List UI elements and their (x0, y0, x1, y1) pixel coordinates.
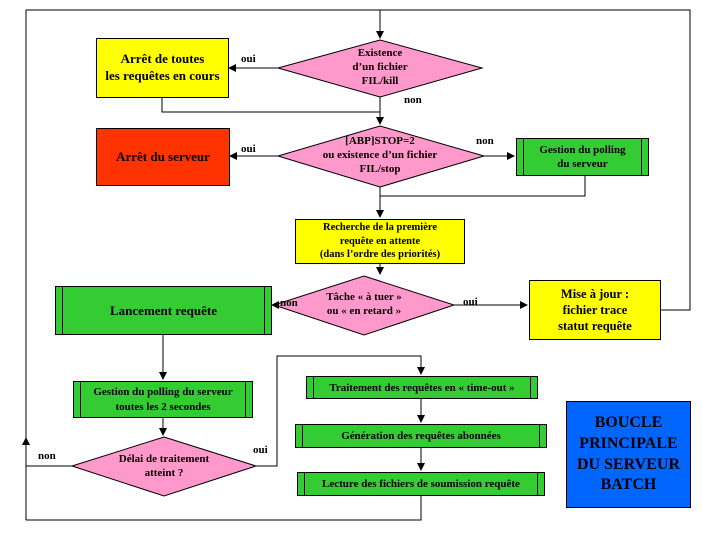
main-loop-title-box: BOUCLE PRINCIPALE DU SERVEUR BATCH (566, 401, 691, 508)
search-request-box: Recherche de la première requête en atte… (295, 219, 465, 264)
label-oui-stop: oui (241, 143, 256, 155)
launch-request-box: Lancement requête (55, 286, 272, 335)
subscribed-requests-box: Génération des requêtes abonnées (295, 424, 547, 448)
label-non-stop: non (476, 135, 494, 147)
update-trace-box: Mise à jour : fichier trace statut requê… (529, 280, 661, 340)
label-non-kill: non (404, 94, 422, 106)
label-non-tache: non (280, 297, 298, 309)
label-non-delai: non (38, 450, 56, 462)
timeout-processing-box: Traitement des requêtes en « time-out » (306, 376, 538, 399)
decision-kill-text: Existence d’un fichier FIL/kill (352, 47, 408, 87)
decision-delai-text: Délai de traitement atteint ? (118, 453, 210, 479)
read-submission-files-box: Lecture des fichiers de soumission requê… (297, 472, 545, 496)
label-oui-delai: oui (253, 444, 268, 456)
label-oui-tache: oui (463, 296, 478, 308)
decision-delai-shape (70, 436, 258, 497)
decision-tache-shape (272, 275, 456, 336)
stop-server-box: Arrêt du serveur (96, 128, 230, 186)
polling-management-box: Gestion du polling du serveur (516, 138, 649, 176)
label-oui-kill: oui (241, 53, 256, 65)
decision-tache-text: Tâche « à tuer » ou « en retard » (326, 291, 402, 317)
decision-stop-text: [ABP]STOP=2 ou existence d’un fichier FI… (322, 135, 438, 175)
polling-2s-box: Gestion du polling du serveur toutes les… (73, 381, 253, 418)
stop-all-requests-box: Arrêt de toutes les requêtes en cours (96, 38, 229, 98)
